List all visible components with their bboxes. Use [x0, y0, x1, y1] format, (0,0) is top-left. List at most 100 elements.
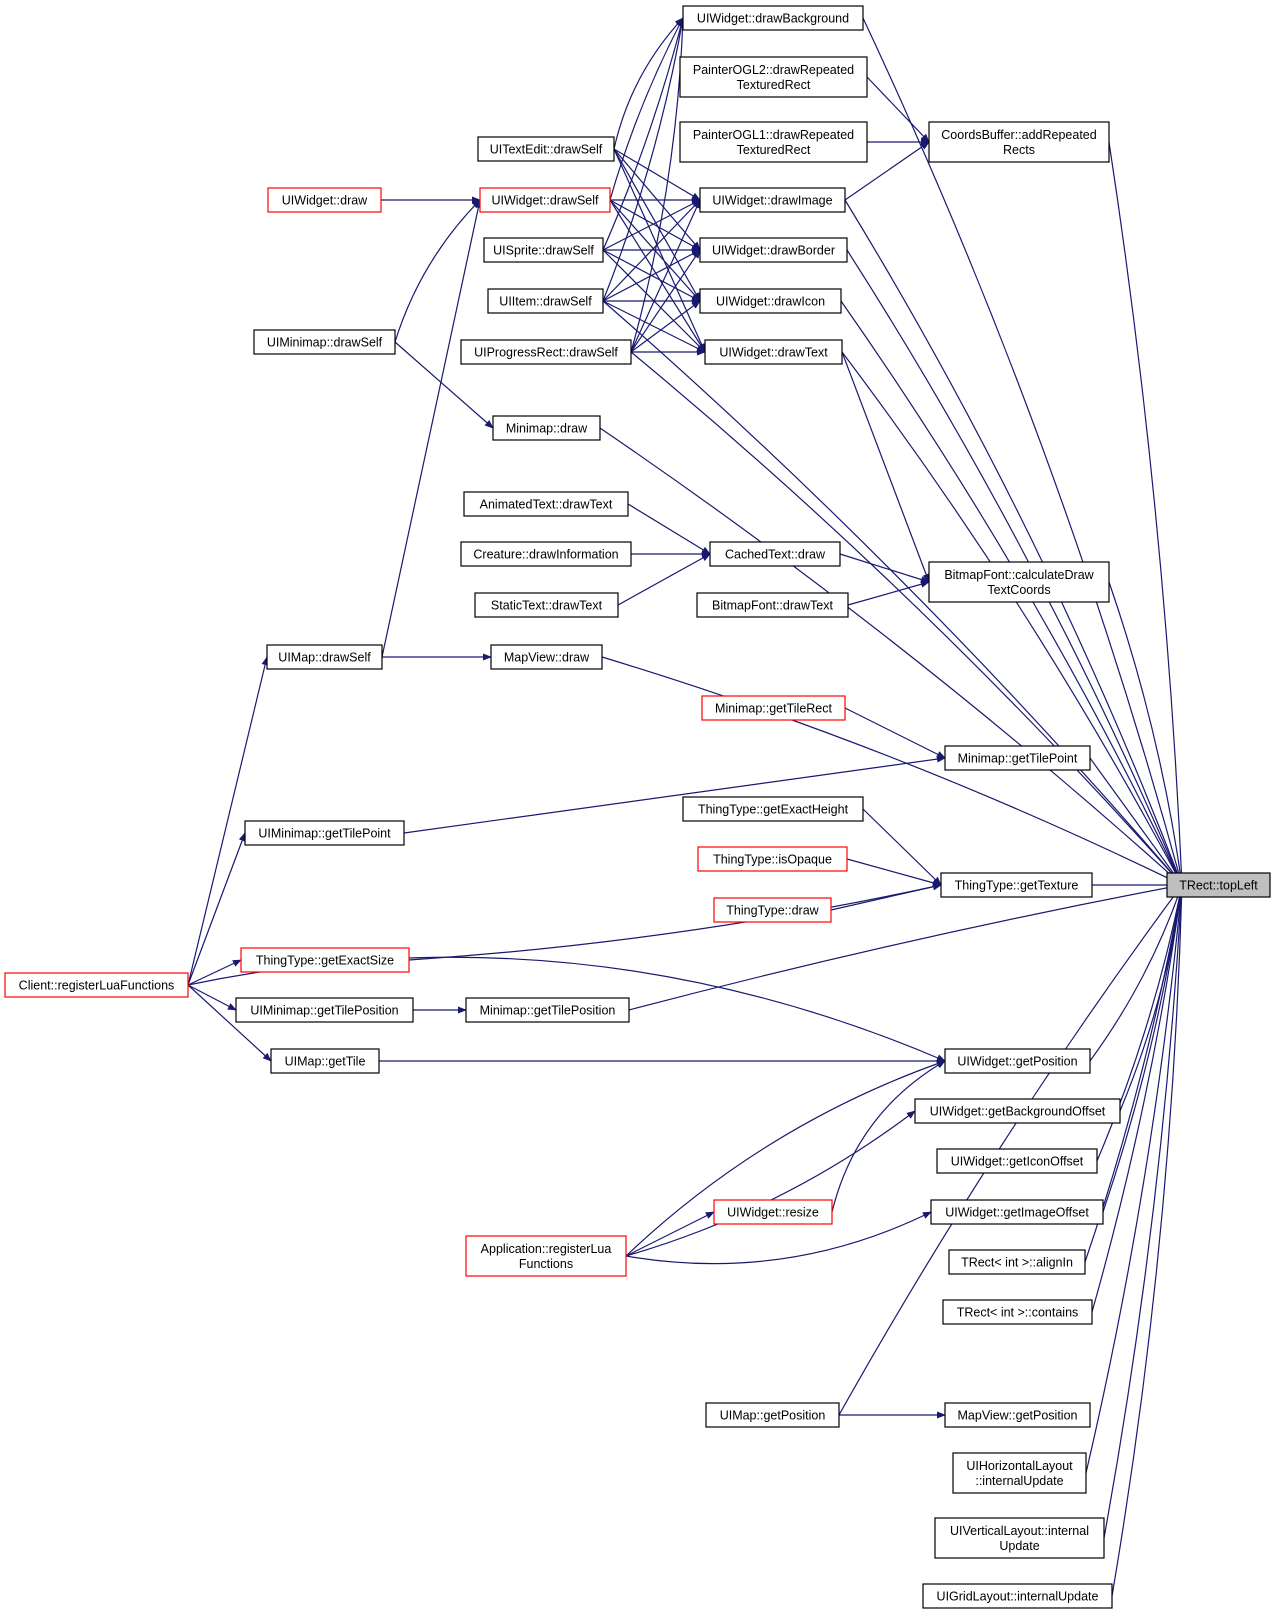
node-progressDraw[interactable]: UIProgressRect::drawSelf [460, 339, 632, 365]
node-alignIn[interactable]: TRect< int >::alignIn [948, 1249, 1086, 1275]
node-label: Update [999, 1539, 1039, 1553]
edge-drawImage-to-topLeft [844, 199, 1183, 886]
node-label: TexturedRect [737, 78, 811, 92]
node-vLayout[interactable]: UIVerticalLayout::internalUpdate [934, 1517, 1105, 1559]
node-uiminimapTilePoint[interactable]: UIMinimap::getTilePoint [244, 820, 405, 846]
node-topLeft[interactable]: TRect::topLeft [1166, 872, 1271, 898]
node-box [679, 121, 868, 163]
node-label: UIWidget::drawBorder [712, 244, 835, 258]
node-uimapGetPos[interactable]: UIMap::getPosition [705, 1402, 840, 1428]
node-itemDraw[interactable]: UIItem::drawSelf [487, 288, 604, 314]
edge-minimapDraw-to-topLeft [599, 427, 1183, 886]
node-minimapTileRect[interactable]: Minimap::getTileRect [701, 695, 846, 721]
edge-contains-to-topLeft [1091, 884, 1185, 1313]
edge-coords-to-topLeft [1108, 141, 1186, 886]
node-staticText[interactable]: StaticText::drawText [474, 592, 619, 618]
node-animText[interactable]: AnimatedText::drawText [463, 491, 629, 517]
edge-uimapDrawSelf-to-widgetDrawSelf [381, 199, 482, 658]
node-label: CoordsBuffer::addRepeated [941, 128, 1096, 142]
node-contains[interactable]: TRect< int >::contains [942, 1299, 1093, 1325]
node-drawIcon[interactable]: UIWidget::drawIcon [699, 288, 842, 314]
node-minimapTilePoint[interactable]: Minimap::getTilePoint [944, 745, 1091, 771]
node-box [922, 1583, 1113, 1609]
node-label: ::internalUpdate [975, 1474, 1063, 1488]
node-appReg[interactable]: Application::registerLuaFunctions [465, 1235, 627, 1277]
edge-clientReg-to-uiminimapTilePos [187, 984, 237, 1011]
node-gridLayout[interactable]: UIGridLayout::internalUpdate [922, 1583, 1113, 1609]
node-widgetDrawSelf[interactable]: UIWidget::drawSelf [479, 187, 611, 213]
node-minimapTilePos[interactable]: Minimap::getTilePosition [465, 997, 630, 1023]
node-box [463, 491, 629, 517]
node-drawBorder[interactable]: UIWidget::drawBorder [699, 237, 848, 263]
node-drawBackground[interactable]: UIWidget::drawBackground [682, 5, 864, 31]
node-textEditDraw[interactable]: UITextEdit::drawSelf [477, 136, 615, 162]
node-drawImage[interactable]: UIWidget::drawImage [699, 187, 846, 213]
node-label: UIWidget::drawText [719, 346, 828, 360]
node-drawText[interactable]: UIWidget::drawText [704, 339, 843, 365]
node-box [235, 997, 414, 1023]
node-label: UIWidget::drawBackground [697, 12, 849, 26]
node-mapViewDraw[interactable]: MapView::draw [490, 644, 603, 670]
node-thingDraw[interactable]: ThingType::draw [713, 897, 832, 923]
node-uimapGetTile[interactable]: UIMap::getTile [270, 1048, 380, 1074]
node-label: UIMap::getPosition [720, 1409, 826, 1423]
node-bgOffset[interactable]: UIWidget::getBackgroundOffset [914, 1098, 1121, 1124]
edge-staticText-to-cachedText [617, 553, 711, 606]
edge-vLayout-to-topLeft [1103, 884, 1186, 1539]
edge-drawText-to-topLeft [841, 351, 1183, 886]
node-label: Functions [519, 1257, 573, 1271]
node-label: UIWidget::getIconOffset [951, 1155, 1084, 1169]
node-widgetDraw[interactable]: UIWidget::draw [267, 187, 382, 213]
edge-spriteDraw-to-drawImage [602, 199, 701, 251]
node-label: UIHorizontalLayout [966, 1459, 1073, 1473]
edge-minimapTilePos-to-topLeft [628, 882, 1183, 1011]
node-label: UIWidget::drawIcon [716, 295, 825, 309]
edge-drawImage-to-coords [844, 141, 930, 201]
node-exactSize[interactable]: ThingType::getExactSize [240, 947, 410, 973]
node-imageOffset[interactable]: UIWidget::getImageOffset [930, 1199, 1104, 1225]
edge-isOpaque-to-getTexture [846, 858, 942, 887]
node-box [699, 187, 846, 213]
edge-appReg-to-widgetGetPos [625, 1060, 946, 1257]
node-bitmapDrawText[interactable]: BitmapFont::drawText [696, 592, 849, 618]
node-cachedText[interactable]: CachedText::draw [709, 541, 841, 567]
node-clientReg[interactable]: Client::registerLuaFunctions [4, 972, 189, 998]
node-minimapDraw[interactable]: Minimap::draw [492, 415, 601, 441]
edge-progressDraw-to-drawImage [630, 199, 701, 353]
node-spriteDraw[interactable]: UISprite::drawSelf [483, 237, 604, 263]
edge-clientReg-to-uimapGetTile [187, 984, 272, 1062]
node-box [266, 644, 383, 670]
node-box [682, 5, 864, 31]
node-box [1166, 872, 1271, 898]
edge-minimapTileRect-to-minimapTilePoint [844, 707, 946, 759]
node-uiminimapTilePos[interactable]: UIMinimap::getTilePosition [235, 997, 414, 1023]
node-mapViewGetPos[interactable]: MapView::getPosition [944, 1402, 1091, 1428]
edge-iconOffset-to-topLeft [1096, 884, 1184, 1162]
node-resize[interactable]: UIWidget::resize [713, 1199, 833, 1225]
edge-clientReg-to-exactSize [187, 959, 242, 986]
node-box [240, 947, 410, 973]
node-minimapDrawSelf[interactable]: UIMinimap::drawSelf [253, 329, 396, 355]
node-box [465, 997, 630, 1023]
node-iconOffset[interactable]: UIWidget::getIconOffset [936, 1148, 1098, 1174]
edge-clientReg-to-uiminimapTilePoint [187, 832, 246, 986]
node-creatureInfo[interactable]: Creature::drawInformation [460, 541, 632, 567]
node-widgetGetPos[interactable]: UIWidget::getPosition [944, 1048, 1091, 1074]
node-isOpaque[interactable]: ThingType::isOpaque [697, 846, 848, 872]
node-box [928, 121, 1110, 163]
node-box [704, 339, 843, 365]
node-getTexture[interactable]: ThingType::getTexture [940, 872, 1093, 898]
node-hLayout[interactable]: UIHorizontalLayout::internalUpdate [952, 1452, 1087, 1494]
node-box [267, 187, 382, 213]
node-label: TRect< int >::alignIn [961, 1256, 1073, 1270]
node-box [952, 1452, 1087, 1494]
node-uimapDrawSelf[interactable]: UIMap::drawSelf [266, 644, 383, 670]
edge-cachedText-to-bitmapCalc [839, 553, 930, 584]
node-exactHeight[interactable]: ThingType::getExactHeight [682, 796, 864, 822]
edge-imageOffset-to-topLeft [1102, 884, 1185, 1213]
node-box [940, 872, 1093, 898]
